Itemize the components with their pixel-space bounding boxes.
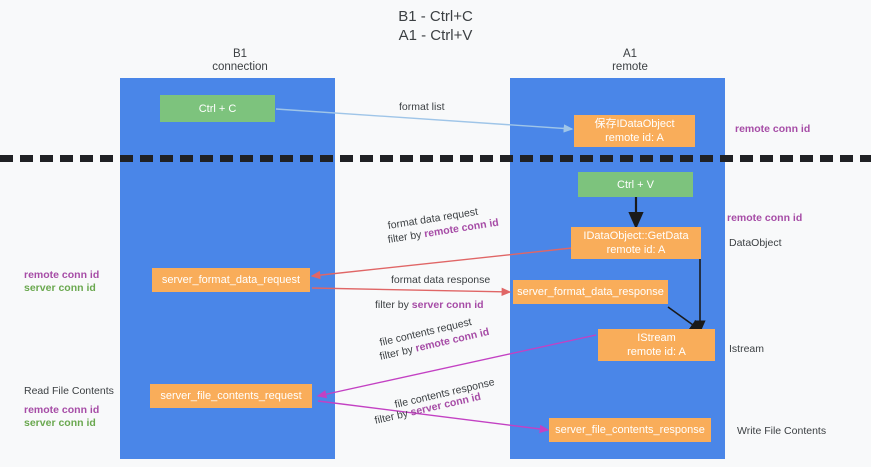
left-label-server-conn-id-mid: server conn id (24, 282, 96, 294)
edge-label-group-file-contents-request: file contents request filter by remote c… (379, 316, 492, 364)
box-server-file-contents-request-label: server_file_contents_request (160, 390, 302, 402)
edge-label-group-file-contents-response: file contents response filter by server … (373, 376, 497, 428)
right-label-write-file-contents: Write File Contents (737, 425, 827, 437)
right-label-dataobject: DataObject (729, 237, 782, 249)
column-header-a1: A1 remote (535, 48, 725, 74)
box-server-file-contents-response-label: server_file_contents_response (555, 424, 705, 436)
box-getdata-line1: IDataObject::GetData (583, 230, 689, 242)
column-a1-name: A1 (622, 48, 638, 60)
box-ctrl-v-label: Ctrl + V (617, 178, 654, 191)
left-label-server-conn-id-bottom: server conn id (24, 417, 96, 429)
box-idataobject-line2: remote id: A (605, 132, 664, 144)
box-ctrl-v[interactable]: Ctrl + V (578, 172, 693, 197)
box-ctrl-c[interactable]: Ctrl + C (160, 95, 275, 122)
box-istream-line2: remote id: A (627, 346, 686, 358)
box-server-format-data-request-label: server_format_data_request (161, 274, 301, 286)
filter-by-text-4: filter by (373, 407, 410, 427)
edge-label-filter-server-conn-id-1: filter by server conn id (375, 299, 484, 312)
edge-label-format-data-response: format data response (391, 274, 491, 286)
box-istream-line1: IStream (637, 332, 676, 344)
box-idataobject-line1: 保存IDataObject (594, 118, 675, 130)
left-label-remote-conn-id-bottom: remote conn id (24, 404, 100, 416)
box-server-format-data-response-label: server_format_data_response (517, 286, 664, 298)
title-line-2: A1 - Ctrl+V (398, 27, 473, 44)
right-label-remote-conn-id-mid: remote conn id (727, 212, 803, 224)
section-divider (0, 155, 871, 162)
right-label-remote-conn-id-top: remote conn id (735, 123, 811, 135)
box-server-format-data-request[interactable]: server_format_data_request (152, 268, 310, 292)
column-b1-sub: connection (212, 61, 268, 73)
title-line-1: B1 - Ctrl+C (398, 8, 473, 25)
filter-by-text-2: filter by (375, 299, 409, 311)
box-server-format-data-response[interactable]: server_format_data_response (513, 280, 668, 304)
column-header-b1: B1 connection (145, 48, 335, 74)
box-getdata-line2: remote id: A (606, 244, 666, 256)
left-label-read-file-contents: Read File Contents (24, 385, 114, 397)
box-istream[interactable]: IStream remote id: A (598, 329, 715, 361)
column-a1-sub: remote (612, 61, 648, 73)
box-server-file-contents-response[interactable]: server_file_contents_response (549, 418, 711, 442)
diagram-title: B1 - Ctrl+C A1 - Ctrl+V (0, 7, 871, 45)
right-label-istream: Istream (729, 343, 765, 355)
edge-label-format-list: format list (399, 101, 445, 113)
box-idataobject[interactable]: 保存IDataObject remote id: A (574, 115, 695, 147)
server-conn-id-text-1: server conn id (411, 299, 484, 311)
box-ctrl-c-label: Ctrl + C (198, 102, 237, 115)
left-label-remote-conn-id-mid: remote conn id (24, 269, 100, 281)
edge-format-data-response (311, 287, 512, 297)
box-server-file-contents-request[interactable]: server_file_contents_request (150, 384, 312, 408)
box-idataobject-getdata[interactable]: IDataObject::GetData remote id: A (571, 227, 701, 259)
column-b1-name: B1 (232, 48, 248, 60)
edge-label-group-format-data-request: format data request filter by remote con… (387, 206, 500, 247)
